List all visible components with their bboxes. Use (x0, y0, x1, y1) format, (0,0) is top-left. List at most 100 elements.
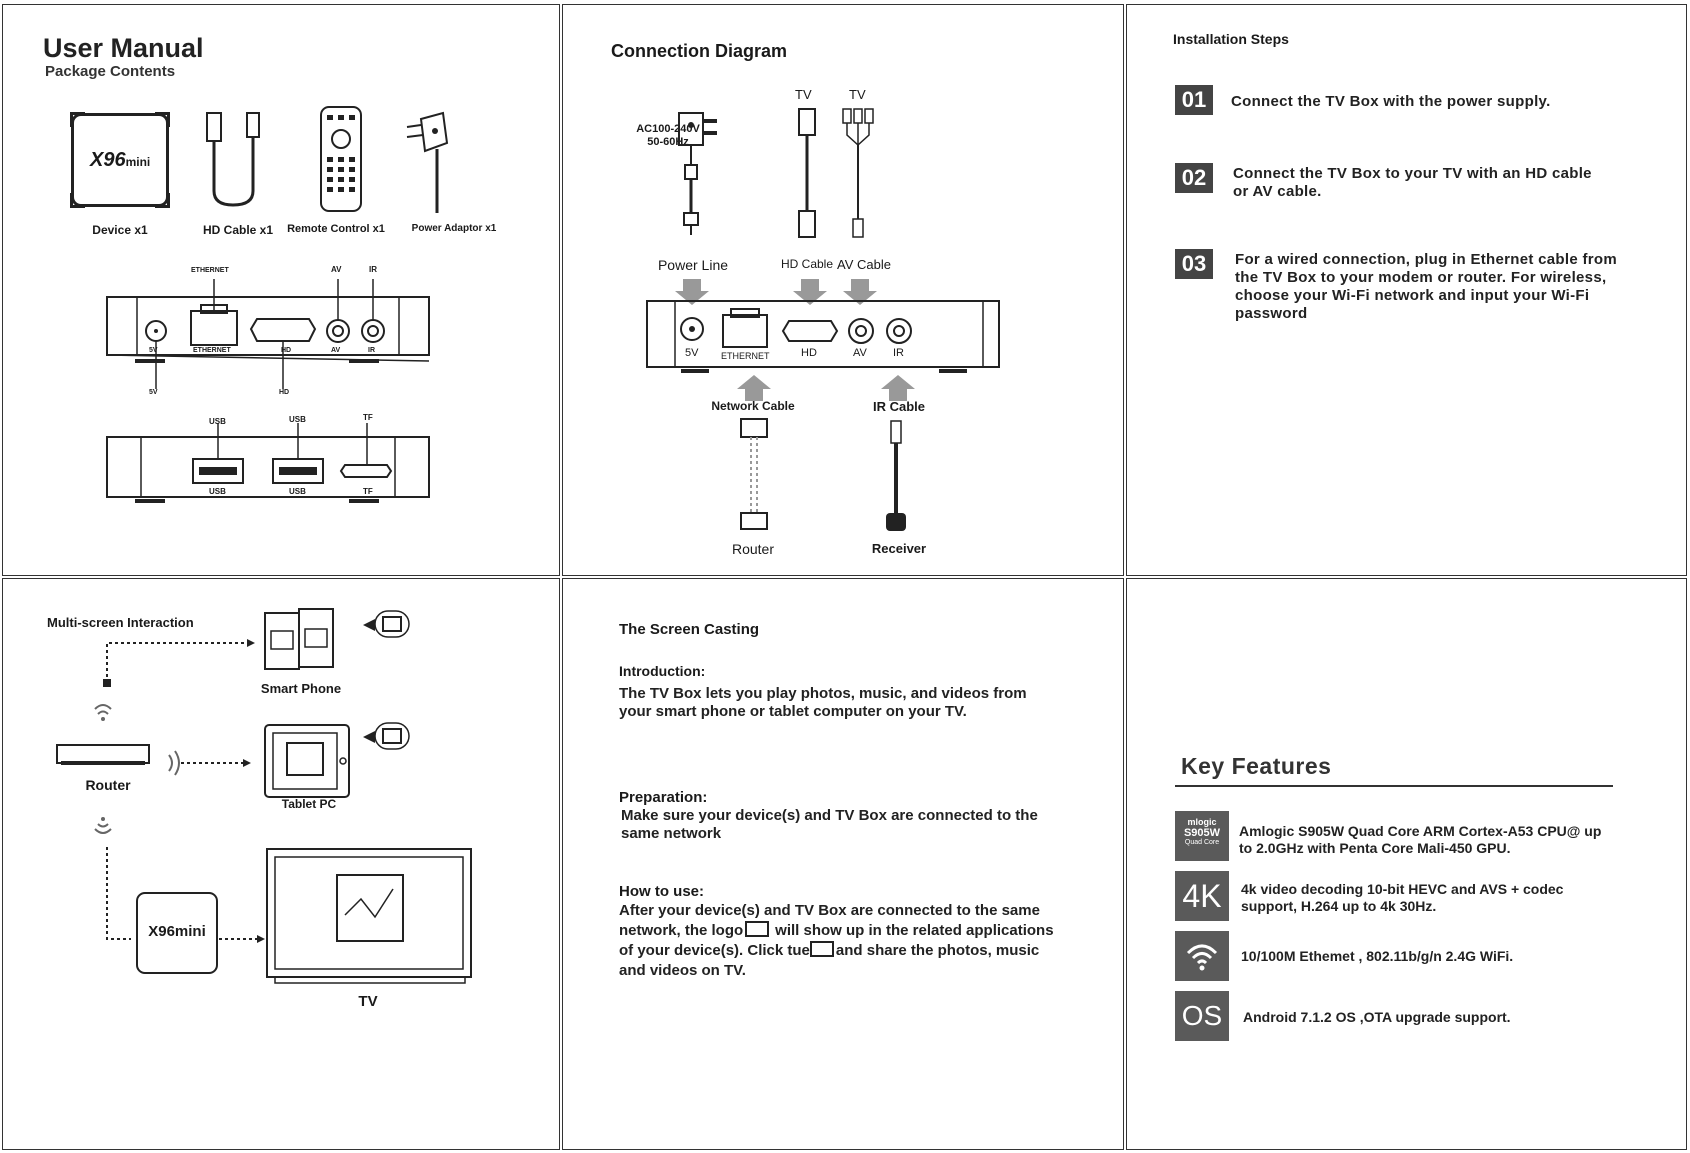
port-label: USB (289, 487, 306, 496)
network-cable-label: Network Cable (711, 399, 795, 413)
os-icon: OS (1175, 991, 1229, 1041)
port-label: IR (369, 265, 377, 274)
router-label: Router (731, 541, 775, 557)
howto-line: network, the logo will show up in the rel… (619, 921, 1059, 941)
port-label: TF (363, 413, 373, 422)
package-item-label: Device x1 (92, 223, 148, 237)
tv-label: TV (358, 993, 378, 1010)
ir-cable-label: IR Cable (872, 399, 925, 414)
port-label: AV (853, 347, 867, 359)
side-ports-diagram (106, 423, 430, 503)
device-brand: X96 (90, 149, 126, 171)
installation-steps-panel: Installation Steps 01 Connect the TV Box… (1126, 4, 1687, 576)
4k-icon-label: 4K (1182, 878, 1222, 914)
step-number: 02 (1175, 163, 1213, 193)
os-icon-label: OS (1181, 1000, 1223, 1031)
package-item-label: HD Cable x1 (202, 223, 274, 237)
port-label: AV (331, 347, 341, 354)
4k-icon: 4K (1175, 871, 1229, 921)
wifi-icon (1175, 931, 1229, 981)
howto-fragment: of your device(s). Click tue (619, 942, 810, 959)
port-label: IR (893, 347, 904, 359)
port-label: AV (331, 265, 342, 274)
port-label: USB (209, 487, 226, 496)
port-label: HD (281, 347, 292, 354)
tv-label: TV (849, 87, 866, 102)
receiver-label: Receiver (871, 541, 927, 556)
key-features-title: Key Features (1181, 753, 1332, 779)
device-model: mini (125, 155, 151, 169)
device-corner (155, 112, 170, 127)
device-corner (155, 193, 170, 208)
howto-fragment: and share the photos, music (835, 942, 1040, 959)
package-item-label: Remote Control x1 (287, 223, 385, 235)
package-contents-heading: Package Contents (45, 63, 176, 80)
connection-diagram-panel: Connection Diagram AC100-240V 50-60Hz TV… (562, 4, 1124, 576)
intro-heading: Introduction: (619, 663, 706, 679)
cast-logo-icon (809, 941, 834, 957)
step-text: Connect the TV Box to your TV with an HD… (1233, 165, 1592, 200)
port-label: ETHERNET (721, 351, 770, 361)
howto-text: After your device(s) and TV Box are conn… (619, 901, 1059, 981)
power-spec-voltage: AC100-240V (636, 123, 700, 135)
screen-casting-panel: The Screen Casting Introduction: The TV … (562, 578, 1124, 1150)
connection-diagram-illustration (646, 108, 1000, 531)
device-corner (70, 193, 85, 208)
key-features-divider (1175, 785, 1613, 787)
intro-text: The TV Box lets you play photos, music, … (619, 685, 1027, 720)
port-label: HD (279, 389, 290, 396)
power-adapter-illustration (406, 111, 449, 213)
feature-text: Amlogic S905W Quad Core ARM Cortex-A53 C… (1239, 823, 1602, 856)
hd-cable-illustration (206, 112, 260, 207)
cable-label: HD Cable (780, 257, 834, 271)
smart-phone-label: Smart Phone (260, 681, 342, 696)
tv-label: TV (795, 87, 812, 102)
amlogic-chip-icon: mlogic S905W Quad Core (1175, 811, 1229, 861)
device-label: X96mini (148, 923, 206, 940)
cast-logo-icon (745, 921, 770, 937)
port-label: USB (289, 415, 306, 424)
step-text: For a wired connection, plug in Ethernet… (1235, 251, 1618, 322)
port-label: 5V (685, 347, 699, 359)
multi-screen-panel: Multi-screen Interaction (2, 578, 560, 1150)
key-features-panel: Key Features mlogic S905W Quad Core Amlo… (1126, 578, 1687, 1150)
port-label: ETHERNET (191, 267, 229, 274)
port-label: 5V (149, 389, 158, 396)
multi-screen-title: Multi-screen Interaction (47, 615, 194, 630)
package-item-label: Power Adaptor x1 (411, 223, 497, 234)
device-illustration: X96mini (70, 112, 170, 208)
rear-ports-diagram (106, 279, 430, 389)
feature-text: Android 7.1.2 OS ,OTA upgrade support. (1243, 1009, 1511, 1025)
feature-text: 4k video decoding 10-bit HEVC and AVS + … (1241, 881, 1564, 914)
device-logo: X96mini (90, 149, 150, 172)
feature-text: 10/100M Ethemet , 802.11b/g/n 2.4G WiFi. (1241, 948, 1514, 964)
cable-label: AV Cable (837, 257, 891, 272)
howto-line: and videos on TV. (619, 962, 746, 979)
connection-diagram-title: Connection Diagram (611, 41, 788, 61)
howto-line: After your device(s) and TV Box are conn… (619, 902, 1040, 919)
router-label: Router (85, 777, 131, 793)
howto-heading: How to use: (619, 883, 704, 900)
chip-sub: Quad Core (1184, 839, 1220, 846)
multi-screen-illustration (56, 608, 472, 984)
screen-casting-title: The Screen Casting (619, 621, 760, 638)
step-number: 03 (1175, 249, 1213, 279)
tablet-label: Tablet PC (281, 797, 337, 811)
remote-control-illustration (320, 106, 362, 212)
prep-heading: Preparation: (619, 789, 708, 806)
howto-line: of your device(s). Click tue and share th… (619, 941, 1059, 961)
prep-text: Make sure your device(s) and TV Box are … (621, 807, 1038, 842)
port-label: IR (368, 347, 375, 354)
wifi-icon-graphic (1186, 944, 1218, 971)
cable-label: Power Line (657, 257, 729, 273)
howto-fragment: network, the logo (619, 922, 744, 939)
port-label: HD (801, 347, 817, 359)
installation-steps-title: Installation Steps (1173, 31, 1289, 47)
package-contents-panel: User Manual Package Contents X96mini Dev… (2, 4, 560, 576)
howto-fragment: will show up in the related applications (775, 922, 1054, 939)
device-corner (70, 112, 85, 127)
step-text: Connect the TV Box with the power supply… (1231, 93, 1551, 110)
port-label: USB (209, 417, 226, 426)
port-label: 5V (149, 347, 158, 354)
port-label: ETHERNET (193, 347, 231, 354)
